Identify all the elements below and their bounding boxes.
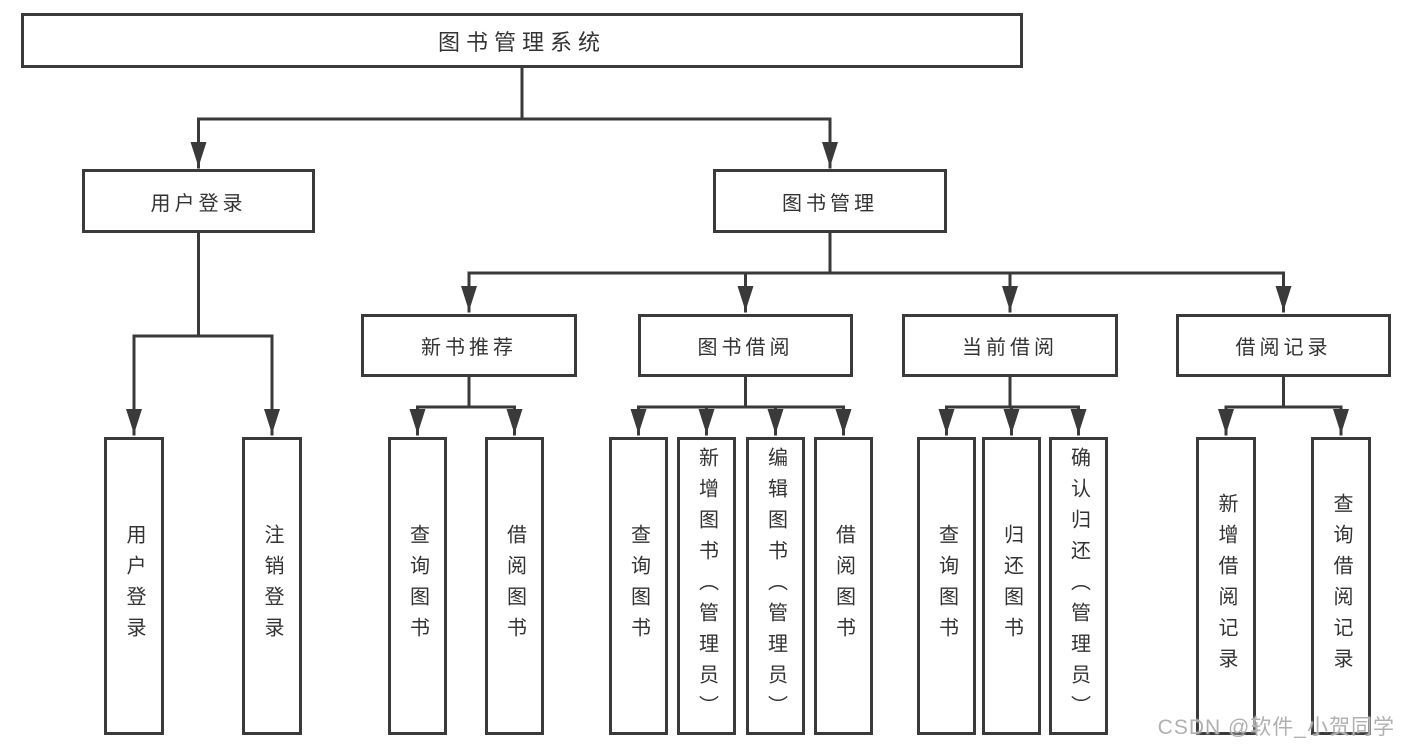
leaf-borrowing-add-books-admin: 新增图书（管理员） xyxy=(677,437,736,735)
leaf-recommend-query-books: 查询图书 xyxy=(388,437,447,735)
node-current-borrowing: 当前借阅 xyxy=(902,314,1118,377)
leaf-current-query-books: 查询图书 xyxy=(917,437,976,735)
leaf-borrowing-edit-books-admin: 编辑图书（管理员） xyxy=(746,437,805,735)
leaf-records-add-record: 新增借阅记录 xyxy=(1196,437,1256,735)
connector-group xyxy=(126,66,1349,436)
node-library-management-system: 图书管理系统 xyxy=(21,13,1023,68)
node-book-borrowing: 图书借阅 xyxy=(638,314,853,377)
node-new-book-recommend: 新书推荐 xyxy=(361,314,577,377)
leaf-borrowing-query-books: 查询图书 xyxy=(609,437,668,735)
node-book-management: 图书管理 xyxy=(713,169,947,233)
leaf-logout: 注销登录 xyxy=(242,437,302,735)
watermark-text: CSDN @软件_小贺同学 xyxy=(1157,716,1395,739)
leaf-user-login: 用户登录 xyxy=(104,437,164,735)
leaf-records-query-record: 查询借阅记录 xyxy=(1311,437,1371,735)
leaf-current-confirm-return-admin: 确认归还（管理员） xyxy=(1049,437,1108,735)
node-borrowing-records: 借阅记录 xyxy=(1176,314,1391,377)
leaf-borrowing-borrow-books: 借阅图书 xyxy=(814,437,873,735)
leaf-recommend-borrow-books: 借阅图书 xyxy=(485,437,544,735)
node-user-login: 用户登录 xyxy=(82,169,315,233)
leaf-current-return-books: 归还图书 xyxy=(982,437,1041,735)
